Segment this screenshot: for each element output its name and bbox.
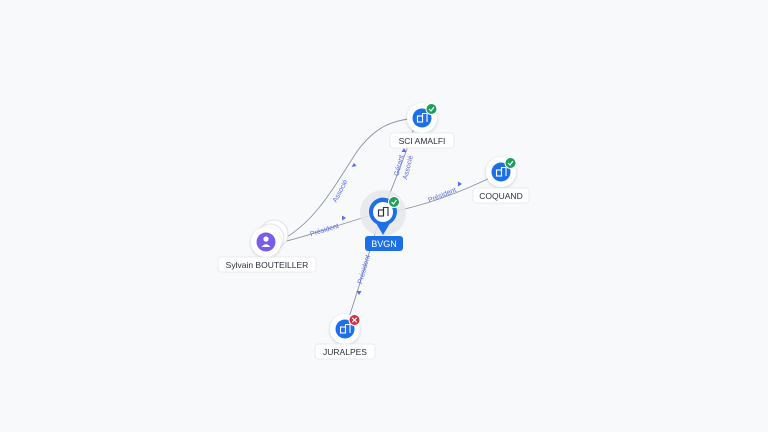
edge-label-bvgn-juralpes: Président [357,254,372,284]
check-icon [428,106,435,112]
edge-arrows [342,148,462,295]
building-icon [495,166,507,177]
node-label-amalfi: SCI AMALFI [399,136,446,146]
status-active-badge [388,196,400,208]
arrow-marker [351,163,357,167]
building-icon [416,112,428,123]
edge-label-sylvain-bvgn: Président [309,223,339,238]
edge-sylvain-amalfi[interactable] [281,117,419,241]
edge-label-bvgn-amalfi-gerant: Gérant [394,154,406,177]
building-icon [377,206,389,217]
node-label-juralpes: JURALPES [323,347,367,357]
node-label-box [389,132,455,149]
node-sylvain-bouteiller[interactable]: Sylvain BOUTEILLER [217,219,317,273]
close-icon [351,317,358,323]
arrow-marker [458,181,462,187]
node-label-box [314,343,376,360]
person-avatar-circle [256,232,276,252]
arrow-marker [342,215,346,221]
node-bvgn-focus[interactable]: BVGN [360,190,406,251]
edge-label-bvgn-coquand: Président [427,187,457,205]
node-label-box [472,187,530,204]
node-label-bvgn: BVGN [371,239,397,249]
node-juralpes[interactable]: JURALPES [314,314,376,360]
node-label-sylvain: Sylvain BOUTEILLER [226,260,309,270]
building-icon [339,323,351,334]
node-sci-amalfi[interactable]: SCI AMALFI [389,103,455,149]
node-label-box [217,256,317,273]
arrow-marker [356,291,362,295]
check-icon [507,160,514,166]
person-icon [261,236,271,247]
edge-label-sylvain-amalfi: Associé [332,179,350,204]
status-active-badge [425,103,438,115]
node-coquand[interactable]: COQUAND [472,157,530,204]
focus-label-box [365,236,403,251]
status-active-badge [504,157,517,169]
check-icon [391,199,397,205]
arrow-marker [401,148,407,152]
node-label-coquand: COQUAND [479,191,522,201]
